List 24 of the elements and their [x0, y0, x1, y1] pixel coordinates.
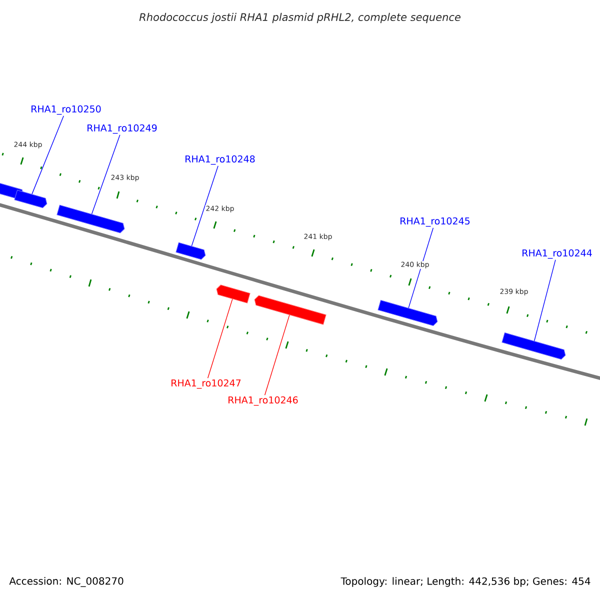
leader-line [207, 298, 233, 379]
title: Rhodococcus jostii RHA1 plasmid pRHL2, complete sequence [139, 12, 460, 24]
leader-line [264, 314, 290, 396]
gene-label: RHA1_ro10248 [186, 155, 255, 165]
gene-block [14, 190, 48, 208]
footer-text: Topology: linear; Length: 442,536 bp; Genes: 454 [340, 577, 590, 587]
leader-line [534, 260, 556, 342]
gene-label: RHA1_ro10245 [400, 217, 470, 227]
leader-line [191, 166, 218, 246]
gene-block [502, 332, 566, 360]
footer-text: Accession: NC_008270 [9, 577, 124, 587]
leader-line [408, 228, 434, 308]
gene-block [176, 242, 206, 260]
leader-line [32, 116, 64, 194]
gene-label: RHA1_ro10249 [88, 124, 157, 134]
gene-block [56, 204, 125, 234]
gene-label: RHA1_ro10250 [32, 105, 101, 115]
gene-block [216, 284, 250, 304]
leader-line [91, 134, 120, 214]
gene-label: RHA1_ro10244 [522, 249, 592, 259]
gene-block [378, 300, 438, 326]
gene-label: RHA1_ro10247 [172, 379, 241, 389]
gene-block [254, 295, 326, 325]
gene-label: RHA1_ro10246 [228, 396, 298, 406]
